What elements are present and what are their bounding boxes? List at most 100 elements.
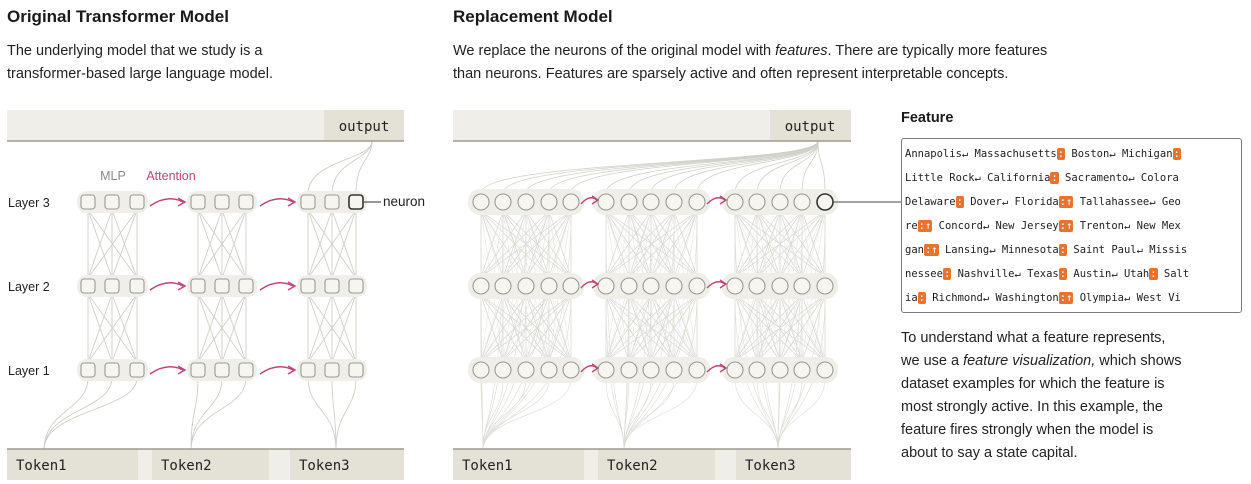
neuron-node (190, 278, 206, 294)
neuron-node (190, 194, 206, 210)
token-connection (480, 378, 484, 451)
activation-token: :↑ (1058, 220, 1074, 232)
neuron-node (300, 278, 316, 294)
output-box (770, 110, 851, 141)
layer-label: Layer 2 (8, 280, 50, 294)
feature-connection (673, 294, 698, 362)
feature-connection (734, 210, 803, 278)
token-label: Token2 (607, 458, 658, 474)
right-description-line1: We replace the neurons of the original m… (453, 43, 1048, 59)
explanation-line: most strongly active. In this example, t… (901, 399, 1163, 415)
token-connection (335, 377, 357, 451)
feature-node (793, 361, 811, 379)
mlp-connection (307, 209, 333, 279)
neuron-node (348, 362, 364, 378)
neuron-node (324, 194, 340, 210)
attention-arrowhead (287, 281, 297, 291)
highlighted-feature (816, 193, 834, 211)
feature-example-row: gan:↑ Lansing↵ Minnesota: Saint Paul↵ Mi… (905, 239, 1187, 261)
activation-token: : (1172, 148, 1181, 160)
token-connection (331, 377, 337, 451)
diagram-lines (43, 140, 826, 451)
feature-connection (801, 294, 826, 362)
left-title: Original Transformer Model (7, 7, 229, 26)
feature-node (472, 361, 490, 379)
feature-title: Feature (901, 110, 954, 126)
feature-connection (605, 294, 675, 362)
token-connection (307, 377, 337, 451)
token-connection (190, 377, 247, 451)
output-connection (734, 140, 819, 194)
explanation-line: feature fires strongly when the model is (901, 422, 1154, 438)
token-connection (623, 378, 652, 451)
feature-node (665, 361, 683, 379)
explanation-line: To understand what a feature represents, (901, 330, 1166, 346)
token-connection (482, 378, 550, 451)
feature-connection (734, 210, 781, 278)
token-connection (482, 378, 572, 451)
feature-node (688, 193, 706, 211)
neuron-node (129, 362, 145, 378)
mlp-connection (307, 209, 357, 279)
context-text: Tallahassee↵ Geo (1073, 196, 1181, 208)
output-connection (650, 140, 819, 194)
token-connection (734, 378, 779, 451)
token-connection (756, 378, 779, 451)
feature-connection (756, 210, 826, 278)
token-label: Token2 (161, 458, 212, 474)
activation-token: : (955, 196, 964, 208)
neuron-node (214, 194, 230, 210)
attention-arrowhead (719, 195, 728, 205)
feature-connection (605, 210, 698, 278)
feature-node (597, 277, 615, 295)
attention-arrow (149, 282, 184, 291)
output-connection (673, 140, 819, 194)
output-connection (525, 140, 819, 194)
mlp-label: MLP (100, 169, 126, 183)
feature-example-row: ia: Richmond↵ Washington:↑ Olympia↵ West… (905, 287, 1181, 309)
token-box (598, 449, 715, 480)
attention-arrowhead (177, 365, 187, 375)
activation-token: : (1149, 268, 1158, 280)
neuron-node (104, 362, 120, 378)
feature-node (642, 361, 660, 379)
context-text: re (905, 220, 918, 232)
feature-connection (605, 294, 698, 362)
feature-connection (756, 294, 826, 362)
token-connection (43, 377, 89, 451)
token-connection (777, 378, 803, 451)
feature-connection (480, 294, 504, 362)
neuron-node (80, 194, 96, 210)
token-box (453, 449, 584, 480)
feature-connection (779, 210, 826, 278)
output-connection (355, 140, 373, 195)
neuron-node (238, 362, 254, 378)
feature-node (620, 277, 638, 295)
mlp-connection (197, 209, 247, 279)
attention-arrowhead (719, 363, 728, 373)
feature-connection (480, 210, 527, 278)
feature-connection (734, 294, 803, 362)
token-connection (482, 378, 504, 451)
activation-token: : (1056, 148, 1066, 160)
mlp-connection (197, 293, 223, 363)
feature-connection (605, 294, 630, 362)
token-connection (623, 210, 675, 451)
attention-arrow (149, 366, 184, 375)
feature-connection (480, 210, 550, 278)
attention-arrowhead (177, 281, 187, 291)
feature-node (816, 277, 834, 295)
layer-label: Layer 1 (8, 364, 50, 378)
output-connection (628, 140, 819, 194)
token-connection (43, 377, 138, 451)
context-text: Concord↵ New Jersey (932, 220, 1059, 232)
token-box (736, 449, 851, 480)
token-label: Token3 (745, 458, 796, 474)
feature-node (688, 361, 706, 379)
feature-node (665, 277, 683, 295)
feature-node (726, 277, 744, 295)
neuron-node (214, 362, 230, 378)
features-emphasis: features (775, 43, 828, 59)
feature-node (517, 277, 535, 295)
